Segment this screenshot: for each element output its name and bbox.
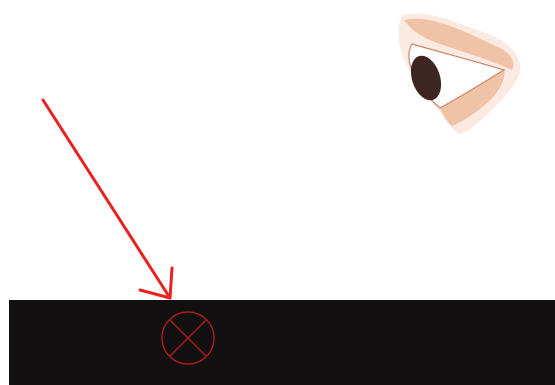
ray-shaft: [43, 100, 170, 298]
incident-ray: [43, 100, 172, 298]
eye-icon: [398, 14, 520, 134]
dark-surface: [9, 300, 555, 385]
